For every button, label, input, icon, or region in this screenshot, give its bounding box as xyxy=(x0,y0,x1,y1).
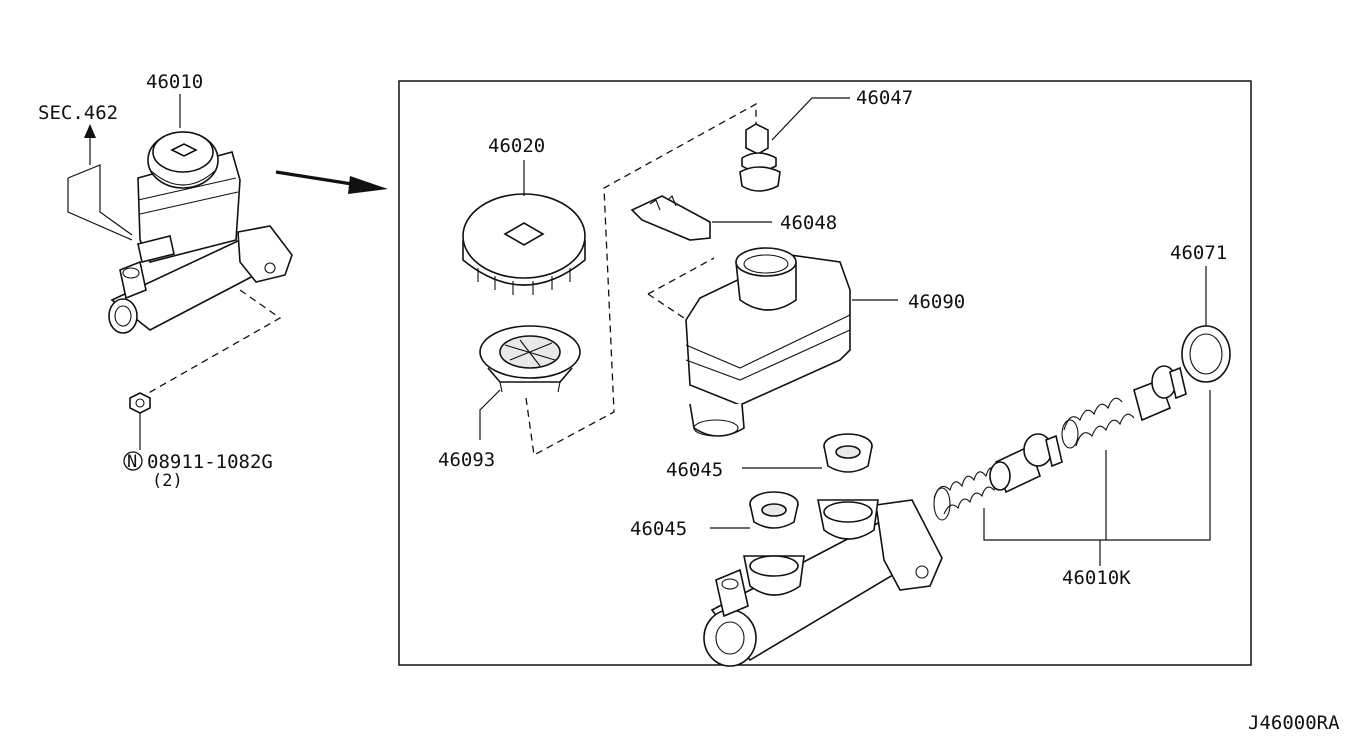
label-nut-symbol: N xyxy=(127,452,137,472)
label-piston-seal: 46071 xyxy=(1170,242,1227,264)
label-cap: 46020 xyxy=(488,135,545,157)
fluid-reservoir xyxy=(685,247,898,437)
master-cylinder-assembly xyxy=(108,131,293,450)
label-drawing-id: J46000RA xyxy=(1248,712,1340,734)
label-clip: 46048 xyxy=(780,212,837,234)
label-bolt: 46047 xyxy=(856,87,913,109)
label-seal-lower: 46045 xyxy=(630,518,687,540)
section-reference-pointer xyxy=(67,124,133,241)
exploded-view-frame xyxy=(398,80,1252,666)
dashed-guide-1 xyxy=(525,102,757,457)
dashed-guide-2 xyxy=(647,257,715,319)
label-strainer: 46093 xyxy=(438,449,495,471)
reservoir-cap xyxy=(462,160,586,295)
label-section-ref: SEC.462 xyxy=(38,102,118,124)
retaining-clip xyxy=(630,195,772,241)
grommet-seal-upper xyxy=(742,433,873,473)
label-seal-upper: 46045 xyxy=(666,459,723,481)
label-repair-kit: 46010K xyxy=(1062,567,1131,589)
label-nut-part: 08911-1082G xyxy=(147,451,273,473)
piston-spring-kit xyxy=(933,266,1231,566)
mounting-bolt xyxy=(739,97,850,192)
label-master-cylinder: 46010 xyxy=(146,71,203,93)
label-reservoir: 46090 xyxy=(908,291,965,313)
label-nut-qty: (2) xyxy=(152,471,183,491)
grommet-seal-lower xyxy=(710,491,799,529)
n-circle-icon: N xyxy=(123,451,143,472)
cylinder-body xyxy=(703,499,943,667)
explode-arrow xyxy=(275,170,388,194)
reservoir-strainer xyxy=(479,325,581,440)
